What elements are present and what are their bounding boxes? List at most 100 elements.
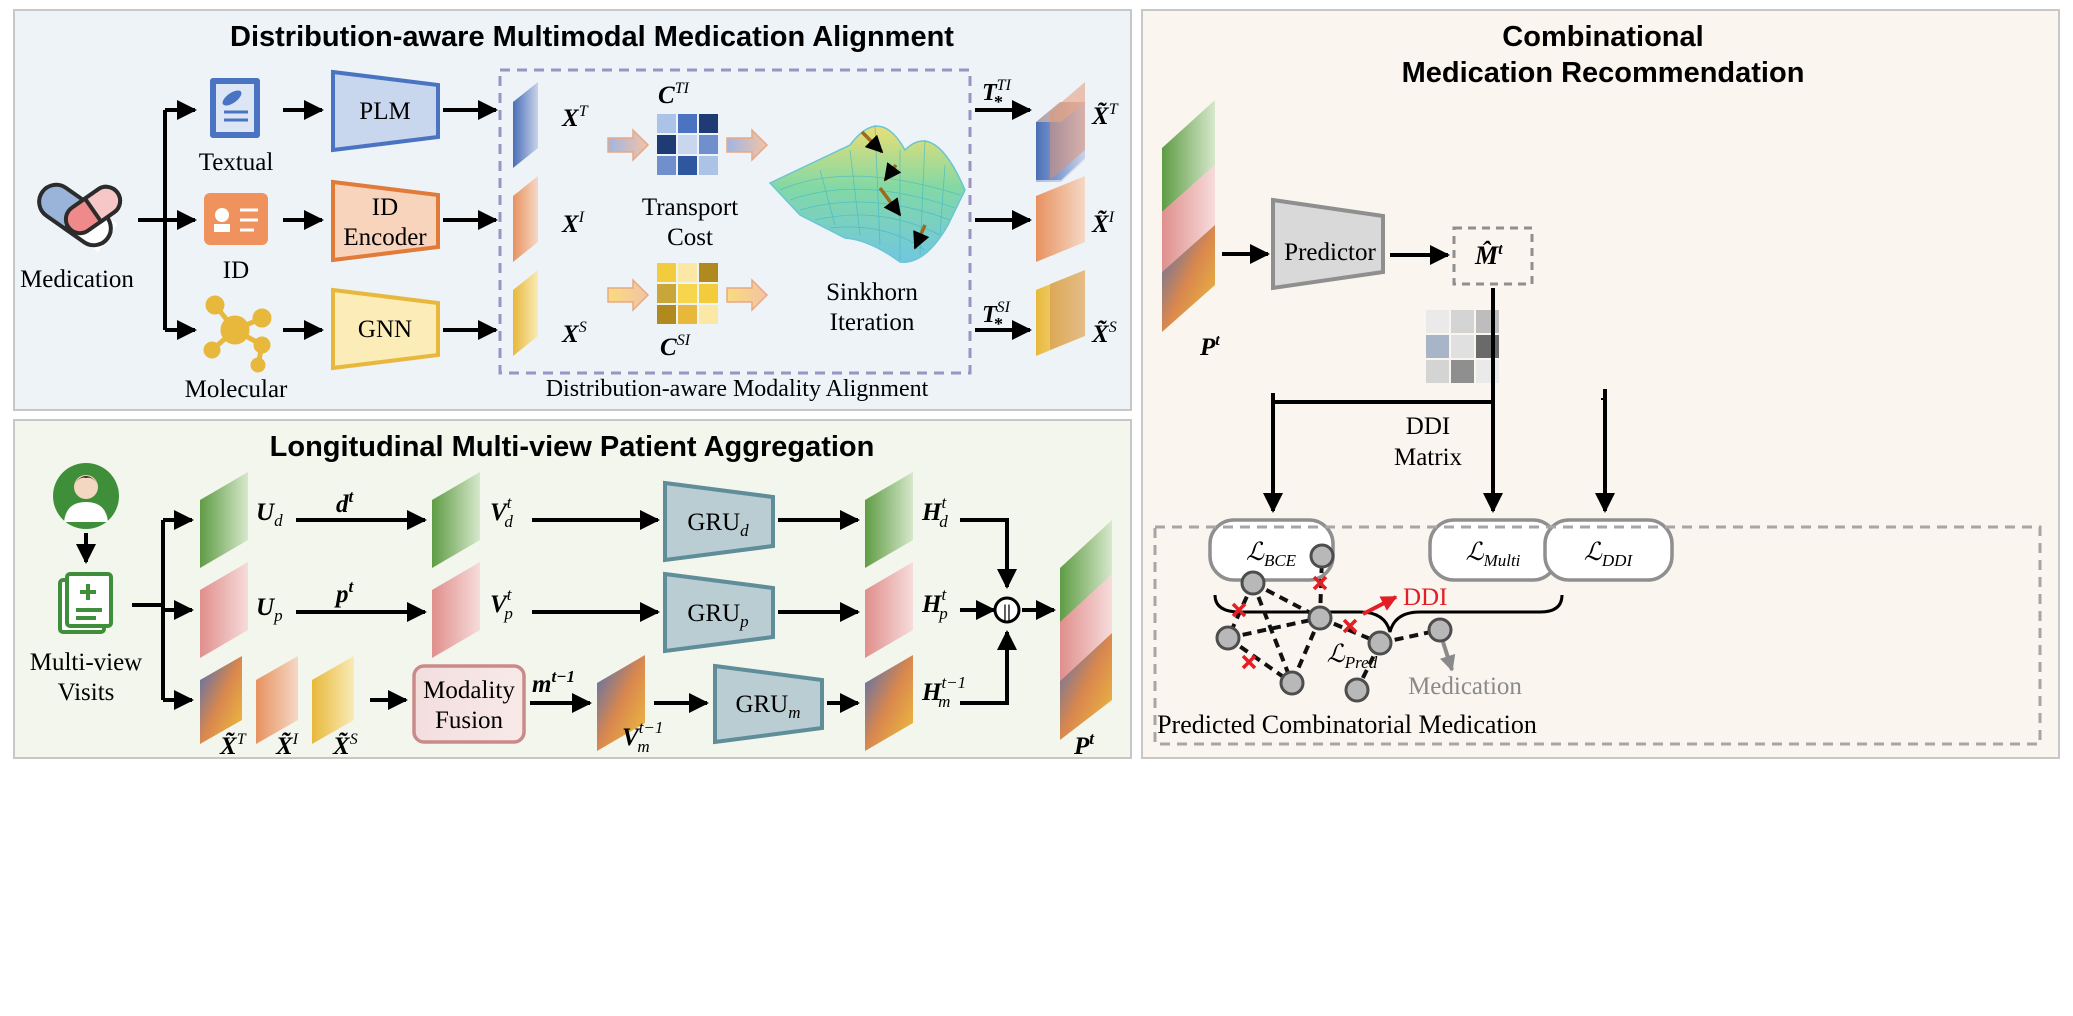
aligned-embedding-xi: [1036, 176, 1085, 262]
encoder-output-arrows: [443, 100, 498, 340]
ud-label: Ud: [256, 499, 283, 530]
sinkhorn-label-2: Iteration: [830, 309, 915, 336]
medication-node: [1307, 605, 1333, 631]
tsi-sub: *: [994, 314, 1003, 334]
document-icon: [210, 78, 260, 138]
embedding-hd: [865, 472, 913, 568]
patient-avatar-icon: [53, 463, 119, 529]
loss-ddi-box: [1543, 518, 1674, 582]
concat-arrows: [960, 518, 1056, 705]
textual-label: Textual: [199, 149, 274, 176]
medication-label: Medication: [20, 266, 134, 293]
up-label: Up: [256, 594, 283, 625]
ddi-matrix-label-1: DDI: [1406, 413, 1450, 440]
medication-grey-arrow: [1439, 641, 1456, 672]
embedding-xt-long: [200, 656, 242, 744]
aligned-embedding-xt: [1036, 82, 1085, 182]
medication-node: [1240, 570, 1266, 596]
embedding-ud: [200, 472, 248, 568]
pred-loss-brace: [1213, 594, 1564, 633]
concat-symbol: ||: [1003, 601, 1011, 621]
embedding-hp: [865, 562, 913, 658]
gnn-encoder: GNN: [331, 287, 440, 371]
graph-caption: Predicted Combinatorial Medication: [1157, 710, 1537, 739]
medication-node: [1309, 543, 1335, 569]
id-card-icon: [204, 193, 268, 245]
molecular-label: Molecular: [185, 376, 288, 403]
embedding-xi: [513, 176, 538, 262]
ddi-matrix-label-2: Matrix: [1394, 444, 1463, 471]
medication-node: [1279, 670, 1305, 696]
medication-node: [1344, 677, 1370, 703]
modality-alignment-box: [498, 68, 972, 375]
cti-label: CTI: [658, 80, 690, 109]
cost-matrix-si: [657, 263, 718, 324]
cost-arrow-ti-in: [607, 128, 650, 162]
id-encoder-label-1: ID: [372, 194, 398, 221]
patient-embedding-pt: [1162, 100, 1215, 332]
embedding-vd: [432, 472, 480, 568]
gru-d-block: GRUd: [663, 480, 775, 563]
xt-out-label: X̃T: [1091, 101, 1119, 130]
concat-operator: [993, 596, 1021, 624]
loss-multi-box: [1428, 518, 1559, 582]
gru-d-label: GRUd: [687, 509, 749, 540]
modality-alignment-label: Distribution-aware Modality Alignment: [546, 376, 929, 402]
visit-branch-arrows: [132, 510, 194, 710]
pred-loss-label: ℒPred: [1327, 641, 1378, 672]
ddi-matrix-grid: [1426, 310, 1499, 383]
alignment-title: Distribution-aware Multimodal Medication…: [230, 21, 954, 53]
recommendation-title-1: Combinational: [1502, 21, 1703, 53]
encoder-input-arrows: [283, 100, 324, 340]
id-encoder-label-2: Encoder: [343, 224, 427, 251]
tti-sub: *: [994, 92, 1003, 112]
mhat-label: M̂t: [1474, 241, 1503, 270]
transport-cost-label-1: Transport: [642, 194, 738, 221]
pt-out-text: Pt: [1073, 729, 1095, 760]
cost-arrow-si-out: [726, 278, 769, 312]
id-encoder: ID Encoder: [331, 179, 440, 263]
aligned-embedding-xs: [1036, 270, 1085, 356]
xs-label: XS: [561, 319, 587, 348]
dt-label: dt: [336, 487, 355, 518]
loss-bce-box: [1208, 518, 1335, 582]
embedding-xs: [513, 270, 538, 356]
xs-long-caption: X̃S: [332, 731, 358, 760]
embedding-xt: [513, 82, 538, 168]
ddi-red-arrow: [1362, 595, 1398, 616]
prediction-box: [1452, 226, 1534, 286]
loss-ddi-label: ℒDDI: [1584, 539, 1634, 570]
loss-multi-label: ℒMulti: [1466, 539, 1521, 570]
aggregation-panel: [13, 419, 1132, 759]
csi-label: CSI: [660, 332, 691, 361]
cost-arrow-si-in: [607, 278, 650, 312]
embedding-vm: [597, 655, 645, 751]
predictor-block: Predictor: [1271, 197, 1385, 291]
recommendation-title-2: Medication Recommendation: [1402, 57, 1805, 89]
plm-label: PLM: [359, 98, 410, 125]
input-branch-arrows: [138, 100, 197, 340]
tti-label: TTI: [982, 77, 1012, 106]
loss-bce-label: ℒBCE: [1246, 539, 1297, 570]
embedding-xs-long: [312, 656, 354, 744]
medication-nodes: [1215, 543, 1453, 703]
cost-matrix-ti: [657, 114, 718, 175]
visits-label-1: Multi-view: [30, 649, 143, 676]
embedding-vp: [432, 562, 480, 658]
gru-m-label: GRUm: [735, 691, 800, 722]
medication-pill-icon: [37, 182, 123, 252]
medication-node: [1215, 625, 1241, 651]
xt-long-caption: X̃T: [219, 731, 247, 760]
medication-node: [1427, 617, 1453, 643]
fusion-label-1: Modality: [423, 677, 515, 704]
xi-long-caption: X̃I: [275, 731, 299, 760]
molecule-icon: [203, 295, 272, 373]
graph-medication-label: Medication: [1408, 673, 1522, 700]
